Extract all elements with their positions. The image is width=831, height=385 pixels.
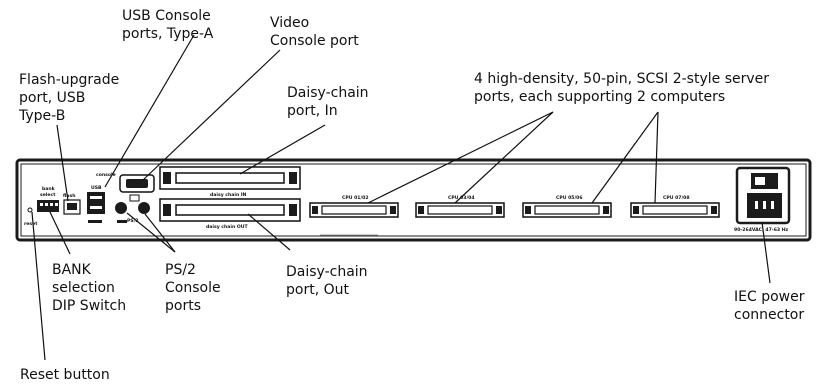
ps2-panel-label: PS/2 <box>127 218 139 224</box>
bank-panel-label: bank <box>42 186 56 192</box>
usb-console-ports <box>87 192 105 214</box>
leader-lines <box>31 34 771 361</box>
cpu-label-1: CPU 01/02 <box>342 195 369 201</box>
cpu-label-4: CPU 07/08 <box>663 195 690 201</box>
callout-server-ports: 4 high-density, 50-pin, SCSI 2-style ser… <box>474 71 770 105</box>
usb-panel-label: USB <box>91 185 102 191</box>
select-panel-label: select <box>40 192 56 198</box>
callout-flash-upgrade: Flash-upgrade port, USB Type-B <box>19 72 120 124</box>
power-rating-label: 90-264VAC, 47-63 Hz <box>734 227 789 233</box>
callout-daisy-in: Daisy-chain port, In <box>287 85 369 119</box>
ps2-port-keyboard <box>115 202 127 214</box>
daisy-in-panel-label: daisy chain IN <box>210 192 247 198</box>
callout-reset: Reset button <box>20 367 110 383</box>
callout-iec-power: IEC power connector <box>734 289 805 323</box>
callout-video-console: Video Console port <box>270 15 359 49</box>
daisy-out-panel-label: daisy chain OUT <box>206 224 248 230</box>
rear-panel-inner <box>20 163 807 237</box>
flash-upgrade-port <box>63 199 81 215</box>
cpu-label-3: CPU 05/06 <box>556 195 583 201</box>
callout-daisy-out: Daisy-chain port, Out <box>286 264 368 298</box>
flash-panel-label: flash <box>63 193 76 199</box>
callout-ps2: PS/2 Console ports <box>165 262 221 314</box>
console-panel-label: console <box>96 172 116 178</box>
reset-panel-label: reset <box>24 221 38 227</box>
rear-panel <box>15 158 812 242</box>
reset-hole <box>27 207 33 213</box>
ps2-port-mouse <box>138 202 150 214</box>
callout-bank-dip: BANK selection DIP Switch <box>52 262 127 314</box>
callout-usb-console: USB Console ports, Type-A <box>122 8 214 42</box>
